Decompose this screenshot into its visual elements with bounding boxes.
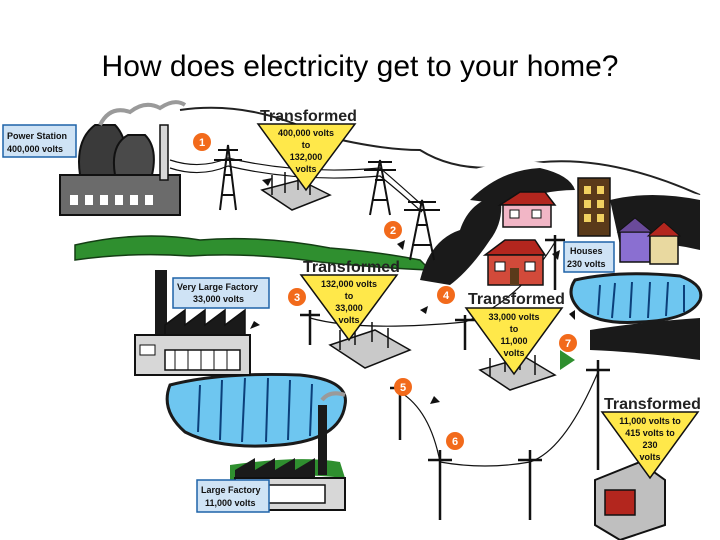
very-large-factory bbox=[134, 270, 251, 376]
water-lines-centre bbox=[197, 377, 313, 443]
ground-strip-2 bbox=[560, 350, 575, 370]
large-factory-label-line2: 11,000 volts bbox=[205, 498, 256, 508]
transformer-2-line3: 33,000 bbox=[335, 303, 363, 313]
trees-mid bbox=[470, 168, 575, 205]
transformer-4-heading: Transformed bbox=[604, 396, 701, 413]
tower-3 bbox=[404, 199, 440, 261]
lake-centre bbox=[165, 372, 347, 448]
trees-left bbox=[420, 195, 502, 285]
large-factory-label-line1: Large Factory bbox=[201, 485, 261, 495]
very-large-factory-label-line2: 33,000 volts bbox=[193, 294, 244, 304]
transformer-2: Transformed 132,000 volts to 33,000 volt… bbox=[299, 259, 400, 342]
transformer-3-line2: to bbox=[510, 324, 519, 334]
tower-block bbox=[577, 177, 611, 237]
power-station-label-line2: 400,000 volts bbox=[7, 144, 63, 154]
step-3: 3 bbox=[288, 288, 306, 306]
transformer-4-line2: 415 volts to bbox=[625, 428, 675, 438]
transformer-1-line1: 400,000 volts bbox=[278, 128, 334, 138]
flow-arrows bbox=[250, 178, 575, 404]
pink-house bbox=[497, 191, 557, 228]
transformer-1-line3: 132,000 bbox=[290, 152, 323, 162]
step-6-number: 6 bbox=[452, 436, 458, 448]
transformer-2-line1: 132,000 volts bbox=[321, 279, 377, 289]
small-houses bbox=[616, 217, 682, 265]
transformer-3-heading: Transformed bbox=[468, 291, 565, 308]
large-factory-label: Large Factory 11,000 volts bbox=[196, 479, 270, 513]
step-2-number: 2 bbox=[390, 225, 396, 237]
power-station-label-line1: Power Station bbox=[7, 131, 67, 141]
transformer-3-line3: 11,000 bbox=[500, 336, 527, 346]
tower-1 bbox=[214, 144, 242, 211]
substation-box bbox=[594, 460, 666, 540]
step-4: 4 bbox=[437, 286, 455, 304]
transformer-1-line2: to bbox=[302, 140, 311, 150]
transformer-4-line4: volts bbox=[639, 452, 660, 462]
step-5-number: 5 bbox=[400, 382, 406, 394]
houses-label: Houses 230 volts bbox=[563, 241, 615, 273]
transformer-2-line4: volts bbox=[338, 315, 359, 325]
slide-title: How does electricity get to your home? bbox=[101, 50, 619, 83]
low-lines bbox=[309, 241, 599, 467]
transformer-2-line2: to bbox=[345, 291, 354, 301]
very-large-factory-label: Very Large Factory 33,000 volts bbox=[172, 277, 270, 309]
step-2: 2 bbox=[384, 221, 402, 239]
substation-1 bbox=[260, 170, 332, 211]
hill-line bbox=[179, 106, 701, 196]
transformer-3: Transformed 33,000 volts to 11,000 volts bbox=[464, 291, 565, 376]
step-6: 6 bbox=[446, 432, 464, 450]
transformer-1-heading: Transformed bbox=[260, 108, 357, 125]
step-1-number: 1 bbox=[199, 137, 205, 149]
very-large-factory-label-line1: Very Large Factory bbox=[177, 282, 258, 292]
transformer-3-line4: volts bbox=[503, 348, 524, 358]
step-7-number: 7 bbox=[565, 338, 571, 350]
step-7: 7 bbox=[559, 334, 577, 352]
transformer-2-heading: Transformed bbox=[303, 259, 400, 276]
transformer-1-line4: volts bbox=[295, 164, 316, 174]
houses-label-line1: Houses bbox=[570, 246, 603, 256]
transformer-4-line3: 230 bbox=[642, 440, 657, 450]
lake-right bbox=[569, 272, 703, 324]
power-station-label: Power Station 400,000 volts bbox=[2, 124, 77, 158]
lake-edge bbox=[590, 318, 700, 360]
houses-label-line2: 230 volts bbox=[567, 259, 606, 269]
transformer-4-line1: 11,000 volts to bbox=[619, 416, 681, 426]
transformer-3-line1: 33,000 volts bbox=[488, 312, 539, 322]
red-house bbox=[482, 239, 547, 286]
step-1: 1 bbox=[193, 133, 211, 151]
transformer-4: Transformed 11,000 volts to 415 volts to… bbox=[600, 396, 701, 480]
transformer-1: Transformed 400,000 volts to 132,000 vol… bbox=[256, 108, 357, 192]
step-3-number: 3 bbox=[294, 292, 300, 304]
water-lines-right bbox=[597, 281, 685, 319]
tower-2 bbox=[364, 159, 396, 216]
step-4-number: 4 bbox=[443, 290, 450, 302]
step-5: 5 bbox=[394, 378, 412, 396]
power-station bbox=[59, 100, 187, 216]
